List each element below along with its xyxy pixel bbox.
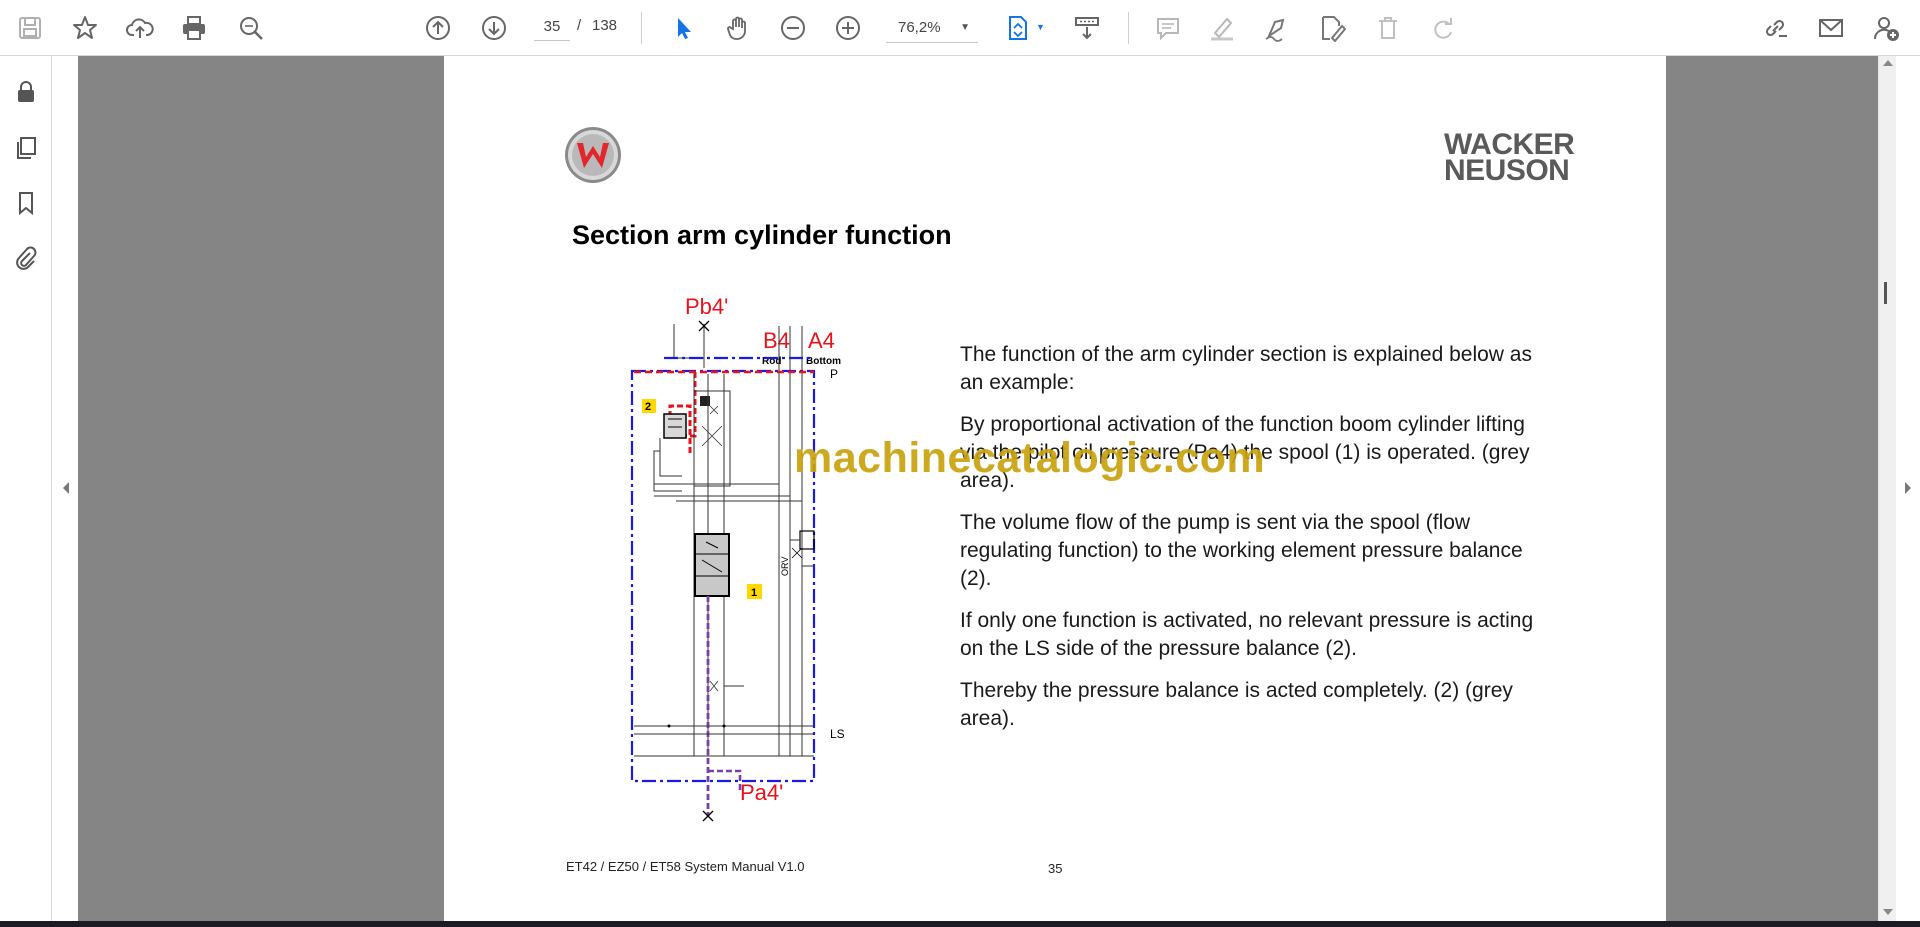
zoom-out-button[interactable]: [775, 10, 811, 46]
footer-manual-title: ET42 / EZ50 / ET58 System Manual V1.0: [566, 859, 805, 874]
left-navigation-pane: [0, 56, 52, 921]
label-p: P: [830, 367, 838, 381]
star-icon[interactable]: [67, 10, 103, 46]
label-a4: A4: [808, 328, 835, 353]
edit-icon[interactable]: [1314, 10, 1350, 46]
taskbar-edge: [0, 921, 1920, 927]
scroll-mode-icon[interactable]: [1069, 10, 1105, 46]
left-pane-toggle: [52, 56, 78, 921]
save-icon[interactable]: [12, 10, 48, 46]
chevron-left-icon[interactable]: [63, 482, 69, 494]
hydraulic-circuit-diagram: Pb4' B4 Rod A4 Bottom P: [630, 294, 845, 822]
scroll-up-arrow-icon[interactable]: [1883, 60, 1893, 66]
zoom-value: 76,2%: [898, 19, 941, 36]
paragraph: By proportional activation of the functi…: [960, 413, 1530, 492]
previous-page-button[interactable]: [420, 10, 456, 46]
hand-icon[interactable]: [720, 10, 756, 46]
paragraph: If only one function is activated, no re…: [960, 609, 1534, 660]
select-cursor-icon[interactable]: [665, 10, 701, 46]
fit-page-icon[interactable]: [1000, 10, 1036, 46]
main-toolbar: / 138 76,2% ▼ ▼: [0, 0, 1920, 56]
body-text: The function of the arm cylinder section…: [960, 341, 1550, 747]
brand-line-2: NEUSON: [1444, 154, 1570, 187]
delete-icon[interactable]: [1370, 10, 1406, 46]
pages-icon[interactable]: [10, 132, 42, 164]
toolbar-divider: [641, 12, 642, 44]
search-icon[interactable]: [233, 10, 269, 46]
highlight-icon[interactable]: [1204, 10, 1240, 46]
print-icon[interactable]: [176, 10, 212, 46]
right-pane: [1878, 56, 1920, 921]
next-page-button[interactable]: [476, 10, 512, 46]
brand-line-1: WACKER: [1444, 128, 1575, 161]
paragraph: The volume flow of the pump is sent via …: [960, 511, 1523, 590]
chevron-right-icon[interactable]: [1905, 482, 1911, 494]
label-2: 2: [645, 401, 651, 413]
account-icon[interactable]: [1868, 10, 1904, 46]
label-b4: B4: [763, 328, 790, 353]
label-orv: ORV: [780, 557, 790, 576]
fit-page-chevron-icon[interactable]: ▼: [1036, 22, 1045, 32]
label-pb4: Pb4': [685, 294, 728, 319]
footer-page-number: 35: [1048, 861, 1063, 876]
paragraph: The function of the arm cylinder section…: [960, 343, 1532, 394]
redo-icon[interactable]: [1425, 10, 1461, 46]
chevron-down-icon: ▼: [960, 22, 970, 33]
mail-icon[interactable]: [1813, 10, 1849, 46]
share-link-icon[interactable]: [1757, 10, 1793, 46]
lock-icon[interactable]: [10, 76, 42, 108]
label-bottom: Bottom: [806, 356, 841, 367]
brand-wordmark: WACKER NEUSON: [1444, 128, 1575, 187]
comment-icon[interactable]: [1150, 10, 1186, 46]
document-viewport[interactable]: WACKER NEUSON Section arm cylinder funct…: [78, 56, 1878, 921]
upload-icon[interactable]: [122, 10, 158, 46]
page-separator: /: [577, 17, 582, 34]
wacker-neuson-logo-badge: [565, 127, 621, 183]
paragraph: Thereby the pressure balance is acted co…: [960, 679, 1513, 730]
attachment-icon[interactable]: [10, 242, 42, 274]
draw-icon[interactable]: [1259, 10, 1295, 46]
watermark: machinecatalogic.com: [794, 434, 1266, 482]
zoom-dropdown[interactable]: 76,2% ▼: [886, 13, 978, 43]
vertical-scrollbar[interactable]: [1878, 56, 1896, 921]
label-1: 1: [751, 587, 757, 599]
bookmark-icon[interactable]: [10, 187, 42, 219]
label-pa4: Pa4': [740, 780, 783, 805]
scroll-down-arrow-icon[interactable]: [1883, 909, 1893, 915]
scrollbar-thumb[interactable]: [1884, 282, 1887, 304]
page-total: 138: [592, 17, 618, 34]
zoom-in-button[interactable]: [830, 10, 866, 46]
label-ls: LS: [830, 727, 845, 741]
page-title: Section arm cylinder function: [572, 220, 952, 250]
pdf-page: WACKER NEUSON Section arm cylinder funct…: [444, 56, 1666, 921]
toolbar-divider: [1128, 12, 1129, 44]
label-rod: Rod: [762, 356, 781, 367]
page-number-input[interactable]: [534, 13, 570, 41]
